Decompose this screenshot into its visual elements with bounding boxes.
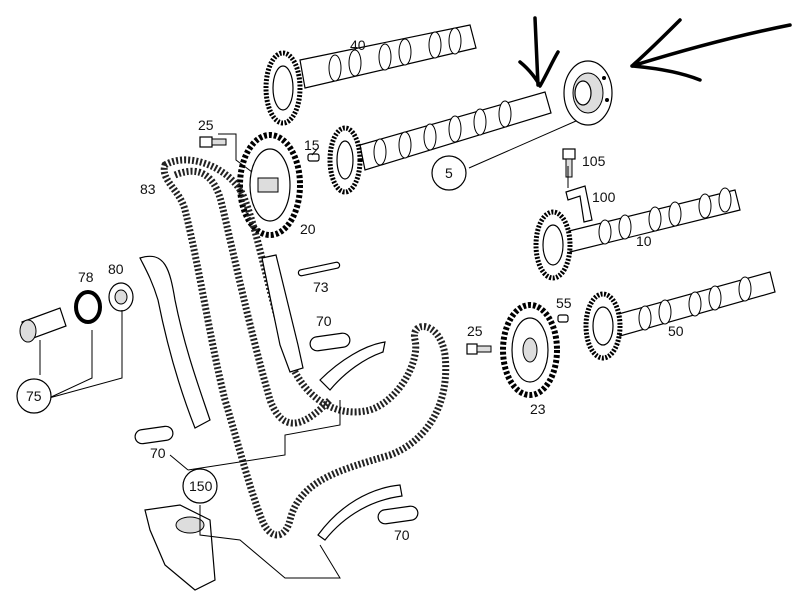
- tensioner-75: [19, 307, 67, 343]
- cam-adjuster: [563, 60, 613, 126]
- sprocket-20: [237, 132, 303, 238]
- label-70-lower: 70: [394, 527, 410, 543]
- label-15: 15: [304, 137, 320, 153]
- label-25-upper: 25: [198, 117, 214, 133]
- callout-circle-150: [182, 468, 218, 504]
- label-10: 10: [636, 233, 652, 249]
- seal-ring-78: [74, 290, 102, 324]
- camshaft-40: [263, 24, 477, 126]
- label-105: 105: [582, 153, 606, 169]
- label-55: 55: [556, 295, 572, 311]
- tensioner-rail-lower: [317, 484, 403, 541]
- handdrawn-tick-icon: [518, 16, 560, 88]
- label-20: 20: [300, 221, 316, 237]
- pin-70-upper: [309, 332, 351, 352]
- handdrawn-arrow-icon: [630, 18, 792, 82]
- pin-70-lower: [377, 505, 419, 525]
- camshaft-10: [533, 187, 741, 281]
- label-70-upper: 70: [316, 313, 332, 329]
- bracket-100: [565, 185, 593, 223]
- leader-lines: [39, 120, 577, 579]
- slide-rail-bottom: [144, 504, 216, 591]
- sprocket-23: [500, 302, 560, 398]
- label-78: 78: [78, 269, 94, 285]
- label-150: 150: [189, 478, 213, 494]
- callout-circle-5: [431, 155, 467, 191]
- label-100: 100: [592, 189, 616, 205]
- pin-15: [307, 153, 320, 162]
- bolt-25-lower: [466, 343, 492, 355]
- guide-rail-left: [139, 255, 211, 429]
- pin-73: [297, 261, 341, 277]
- camshaft-50: [583, 271, 776, 361]
- label-70-left: 70: [150, 445, 166, 461]
- label-50: 50: [668, 323, 684, 339]
- label-75: 75: [26, 388, 42, 404]
- bolt-25-upper: [199, 136, 227, 148]
- camshaft-5: [327, 91, 552, 195]
- label-40: 40: [350, 37, 366, 53]
- label-5: 5: [445, 165, 453, 181]
- plug-80: [108, 282, 134, 312]
- label-25-lower: 25: [467, 323, 483, 339]
- guide-rail-center: [261, 254, 304, 373]
- label-73: 73: [313, 279, 329, 295]
- tensioner-rail-upper: [319, 341, 386, 391]
- label-80: 80: [108, 261, 124, 277]
- label-83: 83: [140, 181, 156, 197]
- pin-70-left: [134, 425, 174, 445]
- label-23: 23: [530, 401, 546, 417]
- bolt-105: [562, 148, 576, 178]
- pin-55: [557, 314, 569, 323]
- callout-circle-75: [16, 378, 52, 414]
